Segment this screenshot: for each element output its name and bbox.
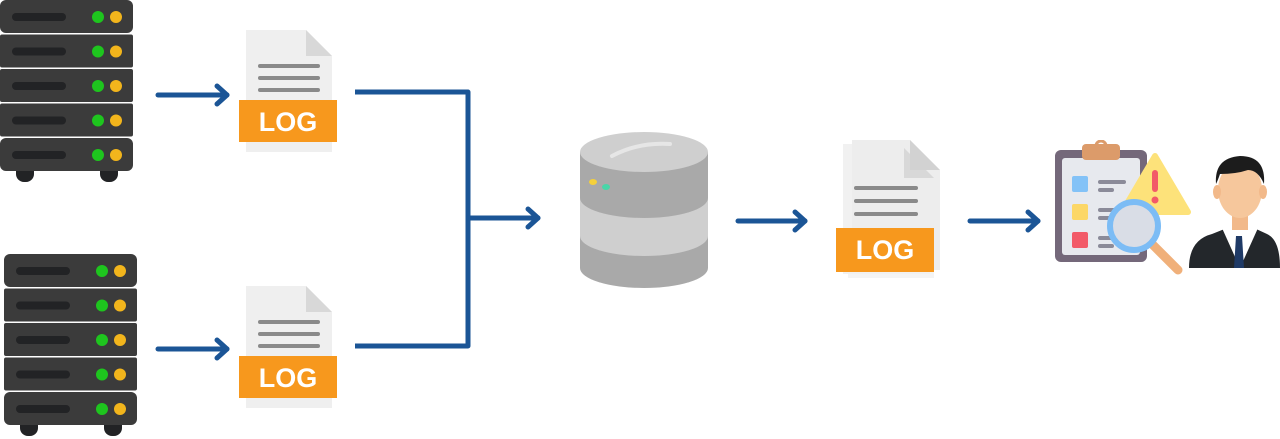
status-led-green	[92, 149, 104, 161]
server-unit	[4, 392, 137, 425]
server-unit	[0, 0, 133, 33]
server-rack-icon	[0, 0, 133, 182]
status-led-yellow	[110, 80, 122, 92]
server-unit	[4, 254, 137, 287]
server-unit	[0, 138, 133, 171]
analyst-group	[1052, 140, 1280, 275]
server-unit	[4, 323, 137, 356]
server-rack-bottom	[4, 254, 144, 439]
person-avatar-icon	[1189, 156, 1280, 268]
status-led-yellow	[114, 299, 126, 312]
log-file-top: LOG	[236, 28, 341, 158]
status-led-green	[96, 334, 108, 346]
status-led-green	[96, 299, 108, 312]
server-unit	[4, 288, 137, 322]
server-rack-icon	[4, 254, 137, 436]
log-label: LOG	[856, 235, 915, 265]
merge-bracket	[355, 89, 471, 349]
magnifier-icon	[1107, 199, 1183, 275]
audit-analyst-icon	[1055, 140, 1280, 275]
server-rack-top	[0, 0, 140, 185]
server-unit	[0, 69, 133, 102]
status-led-green	[96, 403, 108, 415]
status-led-yellow	[114, 334, 126, 346]
server-unit	[0, 103, 133, 137]
database	[578, 126, 710, 291]
log-label: LOG	[259, 363, 318, 393]
log-files-aggregated: LOG	[834, 138, 946, 283]
status-led-yellow	[110, 45, 122, 58]
arrow-server2-to-log2	[155, 337, 230, 361]
arrow-merge-to-database	[465, 206, 541, 230]
status-led-green	[92, 11, 104, 23]
status-led-yellow	[110, 114, 122, 127]
log-file-icon: LOG	[239, 30, 337, 152]
status-led-yellow	[110, 11, 122, 23]
arrow-database-to-log	[735, 209, 808, 233]
status-led-green	[96, 265, 108, 277]
log-label: LOG	[259, 107, 318, 137]
log-file-bottom: LOG	[236, 284, 341, 414]
status-led-green	[92, 45, 104, 58]
arrow-log-to-analyst	[967, 209, 1041, 233]
status-led-yellow	[110, 149, 122, 161]
status-led-green	[92, 114, 104, 127]
status-led-yellow	[114, 403, 126, 415]
log-files-stack-icon: LOG	[836, 140, 940, 278]
status-led-green	[96, 368, 108, 381]
status-led-green	[92, 80, 104, 92]
database-icon	[580, 132, 708, 288]
status-led-yellow	[114, 368, 126, 381]
server-unit	[0, 34, 133, 68]
status-led-yellow	[114, 265, 126, 277]
log-file-icon: LOG	[239, 286, 337, 408]
server-unit	[4, 357, 137, 391]
arrow-server1-to-log1	[155, 83, 230, 107]
